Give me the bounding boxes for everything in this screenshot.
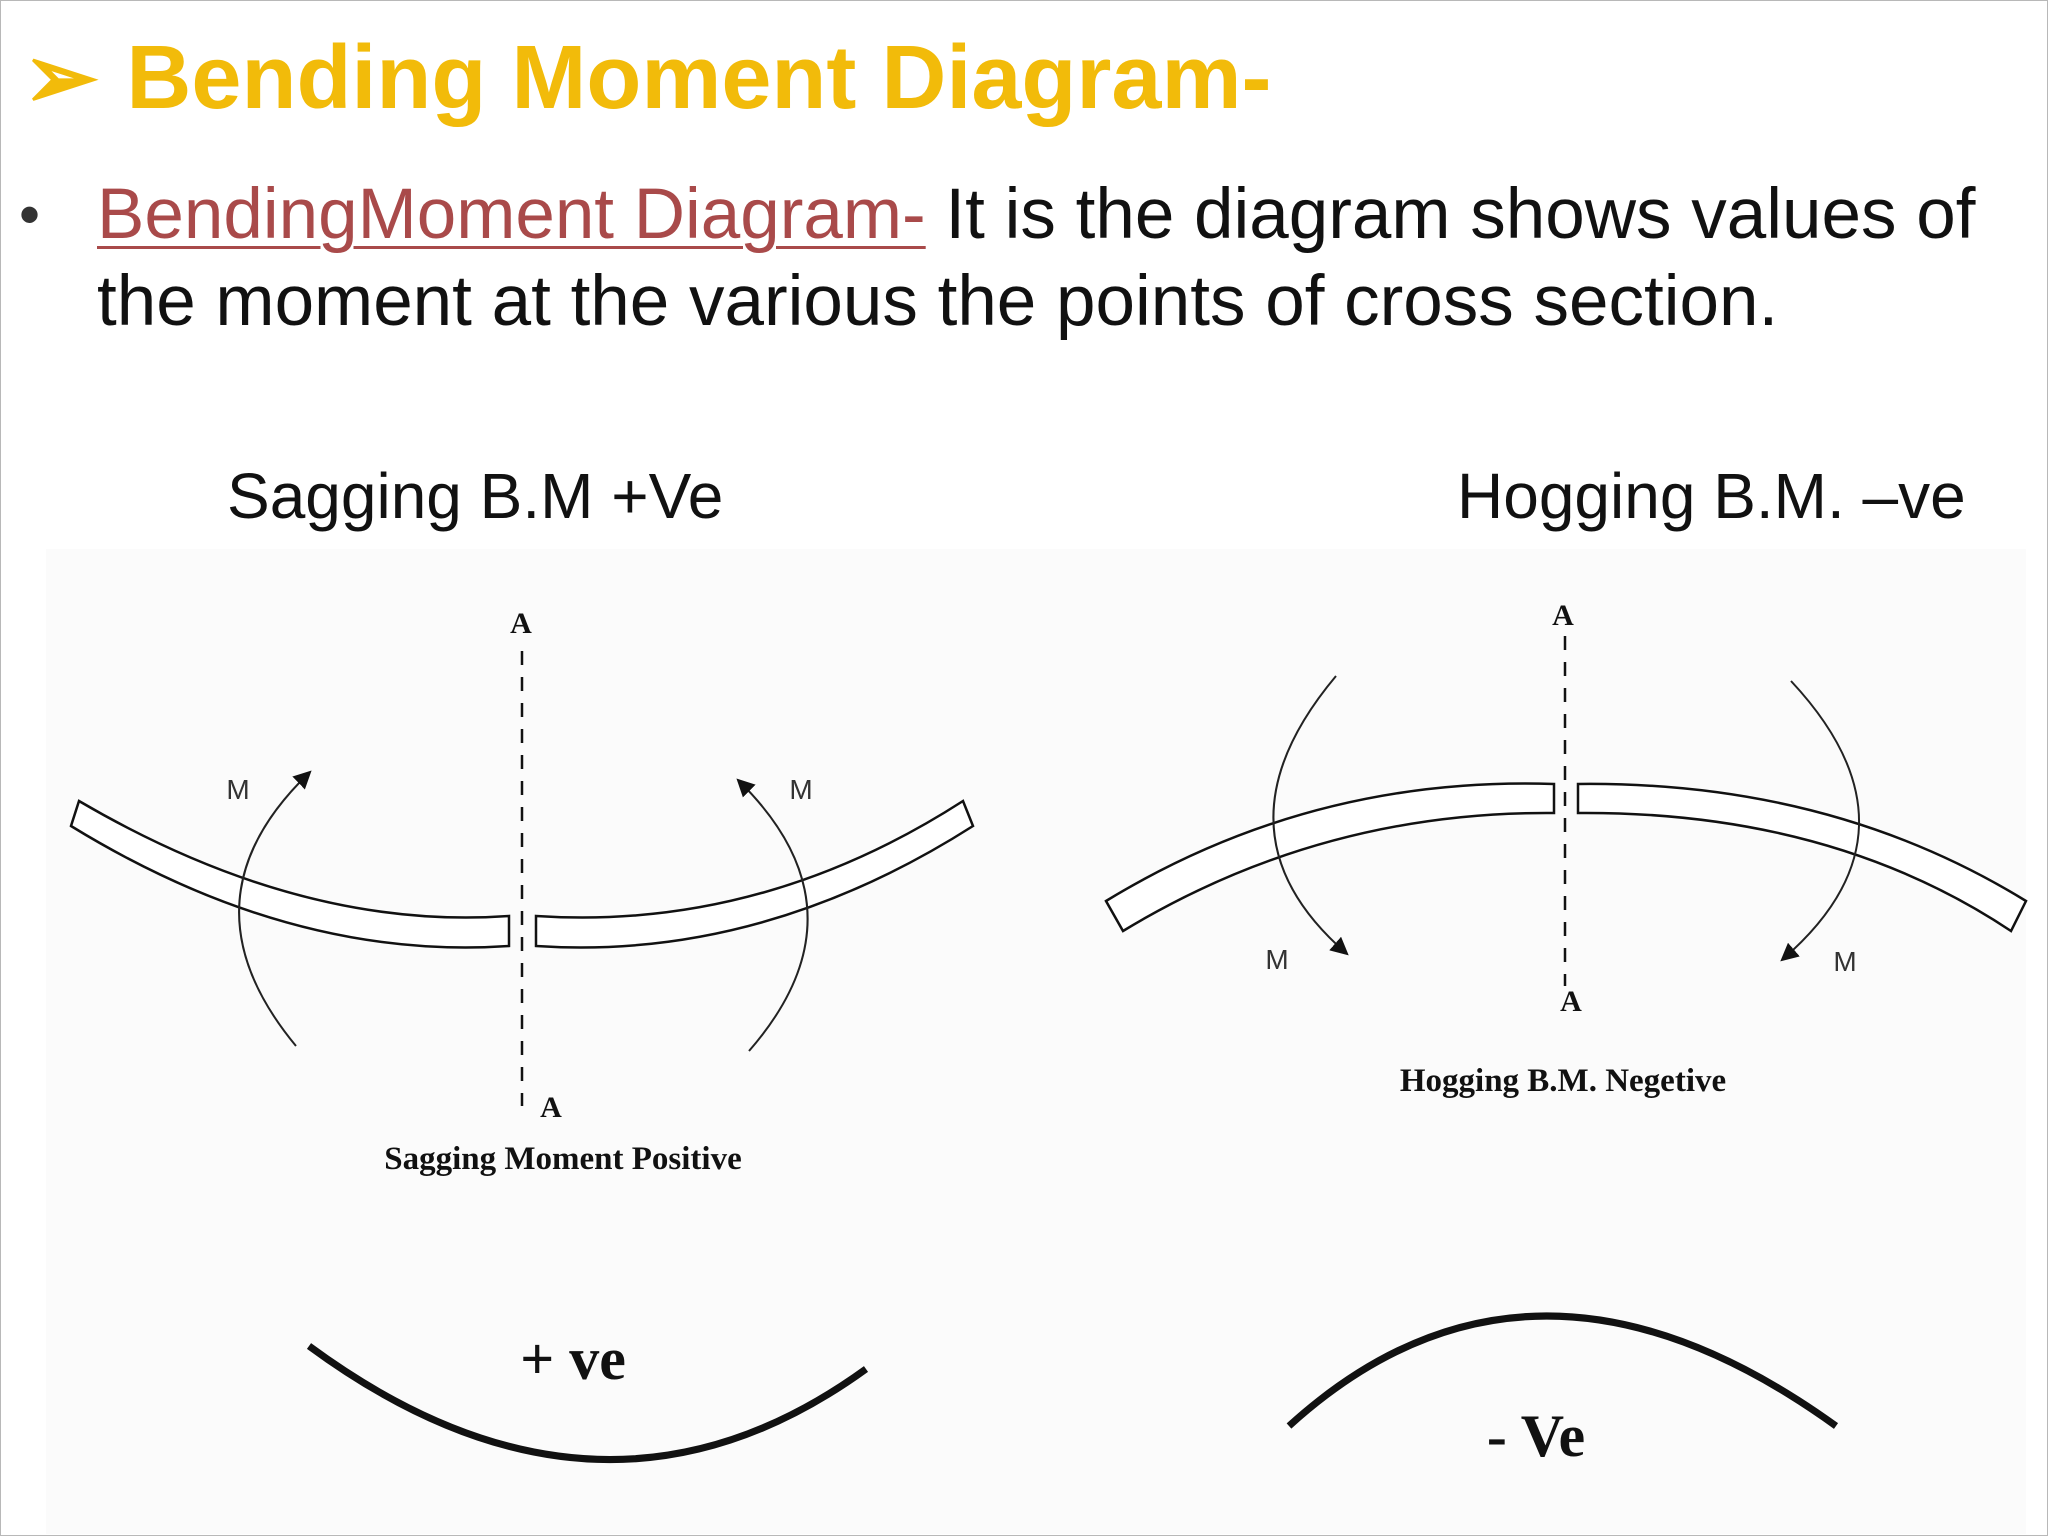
sagging-moment-arrow-right: [736, 778, 809, 1052]
sagging-section-label-bottom: A: [540, 1091, 562, 1124]
sagging-sign-label: + ve: [520, 1326, 626, 1392]
hogging-section-label-top: A: [1552, 599, 1574, 632]
hogging-sign-label: - Ve: [1487, 1403, 1585, 1469]
sagging-caption: Sagging Moment Positive: [384, 1141, 741, 1177]
hogging-beam-left: [1104, 782, 1556, 933]
sagging-moment-arrow-left: [238, 770, 312, 1047]
hogging-sign-curve: [1286, 1312, 1839, 1429]
hogging-beam-right: [1576, 782, 2028, 933]
hogging-section-label-bottom: A: [1560, 985, 1582, 1018]
slide-title: ➢ Bending Moment Diagram-: [23, 29, 1271, 128]
sagging-sign-curve: [306, 1343, 869, 1464]
bullet-dot-icon: •: [19, 181, 41, 248]
sagging-moment-label-left: M: [226, 774, 249, 805]
hogging-moment-label-right: M: [1833, 946, 1856, 977]
hogging-moment-arrow-left: [1272, 675, 1349, 956]
diagram-image-area: [46, 549, 2026, 1534]
sagging-beam-right: [534, 799, 975, 949]
sagging-moment-label-right: M: [789, 774, 812, 805]
sagging-section-label-top: A: [510, 607, 532, 640]
sagging-beam-left: [69, 799, 511, 949]
definition-body: It is the diagram shows values of the mo…: [97, 175, 1976, 341]
definition-term: BendingMoment Diagram-: [97, 175, 926, 254]
arrow-bullet-icon: ➢: [23, 28, 99, 128]
hogging-heading: Hogging B.M. –ve: [1457, 460, 1966, 532]
hogging-diagram: A A M M Hogging B.M. Negetive - Ve: [1104, 599, 2028, 1469]
hogging-moment-arrow-right: [1780, 680, 1861, 962]
slide-title-text: Bending Moment Diagram-: [126, 28, 1272, 128]
definition-text: BendingMoment Diagram- It is the diagram…: [97, 171, 2047, 345]
sagging-diagram: A A M M Sagging Moment Positive + ve: [69, 607, 975, 1464]
sagging-heading: Sagging B.M +Ve: [227, 460, 724, 532]
hogging-moment-label-left: M: [1265, 944, 1288, 975]
hogging-caption: Hogging B.M. Negetive: [1400, 1063, 1726, 1099]
